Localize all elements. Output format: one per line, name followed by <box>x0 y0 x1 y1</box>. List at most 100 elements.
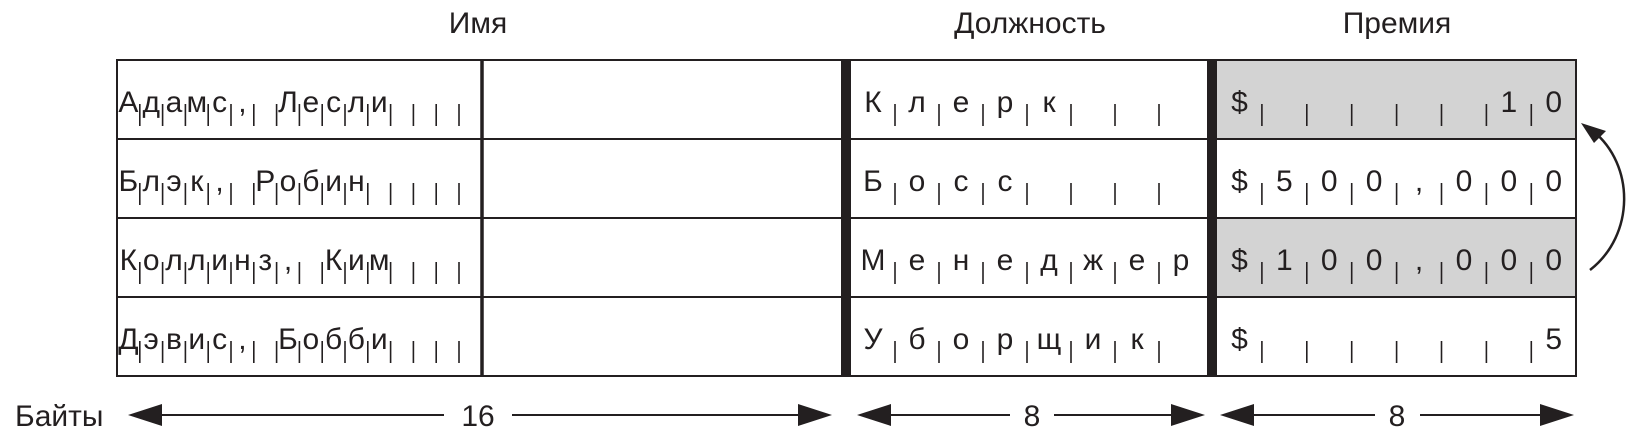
byte-char: Б <box>119 165 139 198</box>
byte-char: и <box>211 244 228 277</box>
byte-char: и <box>371 323 388 356</box>
byte-char: м <box>369 244 390 277</box>
byte-char: э <box>144 323 159 356</box>
byte-char: б <box>348 323 365 356</box>
byte-char: и <box>371 86 388 119</box>
byte-char: к <box>1130 323 1144 356</box>
name-width-label: 16 <box>461 400 494 433</box>
byte-char: с <box>212 323 227 356</box>
byte-char: р <box>1173 244 1190 277</box>
byte-char: 0 <box>1321 165 1338 198</box>
byte-char: с <box>954 165 969 198</box>
byte-char: л <box>348 86 366 119</box>
byte-char: е <box>1129 244 1146 277</box>
byte-char: н <box>234 244 251 277</box>
record-table <box>116 59 1577 377</box>
bonus-cell-highlight <box>1217 61 1575 138</box>
byte-char: и <box>325 165 342 198</box>
byte-char: 1 <box>1276 244 1293 277</box>
byte-char: М <box>861 244 886 277</box>
arrow-left-icon <box>1220 404 1254 426</box>
byte-char: Б <box>863 165 883 198</box>
byte-char: Р <box>255 165 275 198</box>
byte-char: н <box>348 165 365 198</box>
bonus-highlights <box>1217 61 1575 296</box>
byte-char: 0 <box>1501 244 1518 277</box>
byte-char: , <box>215 165 223 198</box>
bonus-width-label: 8 <box>1389 400 1406 433</box>
byte-char: е <box>997 244 1014 277</box>
byte-char: к <box>190 165 204 198</box>
bonus-cell-highlight <box>1217 219 1575 296</box>
byte-char: А <box>118 86 138 119</box>
byte-char: д <box>142 86 160 119</box>
byte-char: р <box>997 86 1014 119</box>
byte-char: с <box>998 165 1013 198</box>
byte-char: е <box>953 86 970 119</box>
header-position: Должность <box>954 7 1106 40</box>
byte-char: 0 <box>1321 244 1338 277</box>
byte-char: л <box>165 244 183 277</box>
byte-char: л <box>188 244 206 277</box>
byte-char: р <box>997 323 1014 356</box>
byte-char: с <box>212 86 227 119</box>
byte-char: о <box>143 244 160 277</box>
byte-char: 0 <box>1456 244 1473 277</box>
byte-char: К <box>120 244 138 277</box>
byte-char: , <box>238 86 246 119</box>
byte-char: 1 <box>1501 86 1518 119</box>
byte-char: б <box>302 165 319 198</box>
byte-char: о <box>953 323 970 356</box>
arrow-left-icon <box>857 404 891 426</box>
byte-char: Л <box>278 86 298 119</box>
byte-char: $ <box>1231 86 1248 119</box>
byte-char: и <box>1085 323 1102 356</box>
byte-char: 0 <box>1366 165 1383 198</box>
byte-char: $ <box>1231 165 1248 198</box>
swap-arrow <box>1581 123 1626 271</box>
byte-char: 0 <box>1545 244 1562 277</box>
byte-char: Д <box>118 323 138 356</box>
byte-char: , <box>1415 165 1423 198</box>
byte-char: Б <box>278 323 298 356</box>
byte-char: К <box>864 86 882 119</box>
byte-char: б <box>908 323 925 356</box>
byte-char: к <box>1042 86 1056 119</box>
arrow-right-icon <box>1171 404 1205 426</box>
byte-char: $ <box>1231 244 1248 277</box>
byte-char: л <box>142 165 160 198</box>
byte-char: е <box>302 86 319 119</box>
byte-char: э <box>166 165 181 198</box>
byte-char: 0 <box>1545 86 1562 119</box>
byte-char: з <box>258 244 272 277</box>
byte-char: ж <box>1083 244 1103 277</box>
swap-arrow-head-icon <box>1581 123 1606 143</box>
byte-char: о <box>302 323 319 356</box>
byte-char: щ <box>1037 323 1062 356</box>
byte-char: , <box>1415 244 1423 277</box>
byte-char: б <box>325 323 342 356</box>
byte-char: 0 <box>1456 165 1473 198</box>
swap-arrow-curve <box>1589 130 1626 271</box>
byte-char: с <box>326 86 341 119</box>
byte-char: о <box>280 165 297 198</box>
arrow-left-icon <box>128 404 162 426</box>
header-name: Имя <box>449 7 507 40</box>
byte-char: $ <box>1231 323 1248 356</box>
byte-char: , <box>284 244 292 277</box>
byte-char: и <box>348 244 365 277</box>
byte-char: У <box>863 323 883 356</box>
byte-char: 0 <box>1545 165 1562 198</box>
byte-char: е <box>909 244 926 277</box>
position-width-label: 8 <box>1024 400 1041 433</box>
byte-char: К <box>325 244 343 277</box>
byte-char: д <box>1040 244 1058 277</box>
arrow-right-icon <box>798 404 832 426</box>
bytes-label: Байты <box>15 400 103 433</box>
byte-char: м <box>186 86 207 119</box>
byte-char: а <box>166 86 183 119</box>
byte-char: в <box>166 323 182 356</box>
byte-char: 5 <box>1276 165 1293 198</box>
